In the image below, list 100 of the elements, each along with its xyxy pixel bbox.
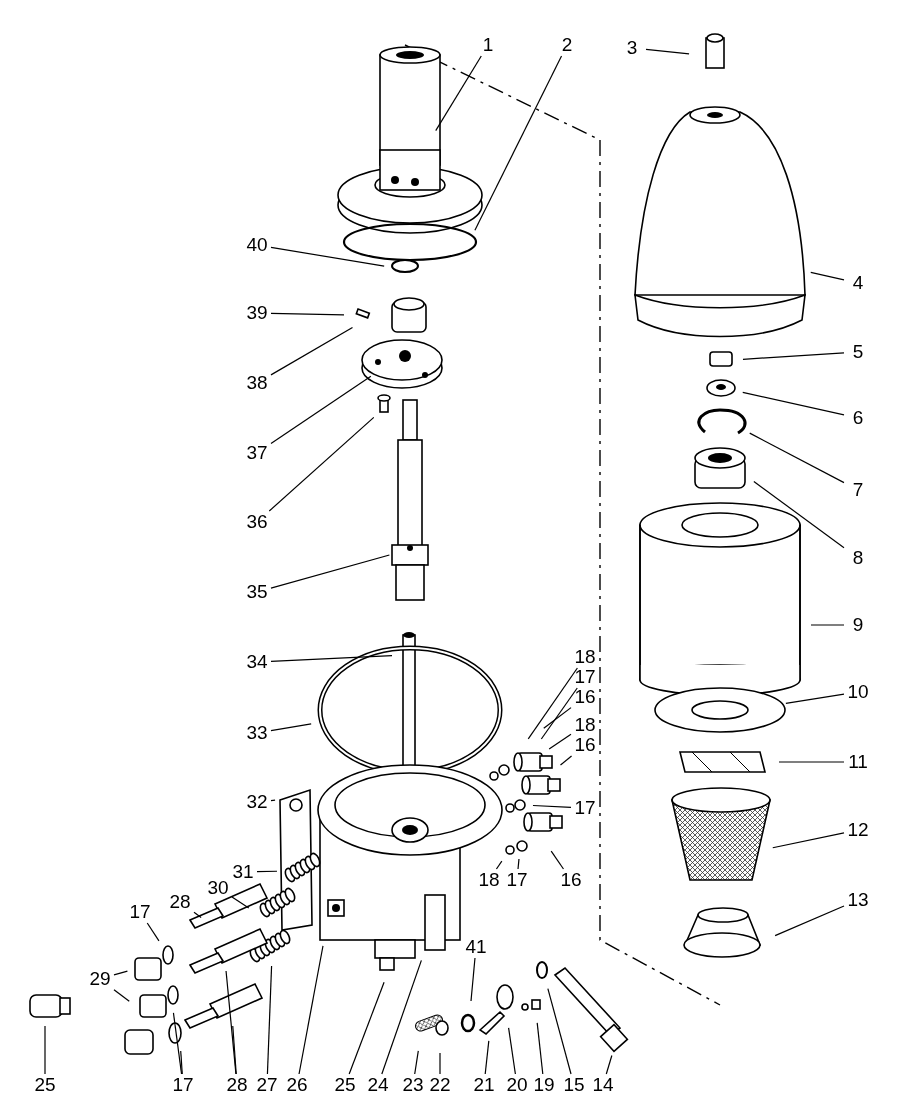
leader-line — [435, 55, 482, 132]
leader-line — [785, 693, 845, 704]
callout-number: 17 — [126, 901, 154, 923]
leader-line — [381, 959, 422, 1075]
leader-line — [270, 799, 276, 802]
leader-line — [742, 352, 845, 360]
leader-line — [231, 896, 250, 909]
callout-number: 22 — [426, 1074, 454, 1096]
leader-line — [225, 970, 237, 1075]
leader-line — [548, 733, 572, 750]
callout-number: 34 — [243, 651, 271, 673]
callout-number: 9 — [844, 614, 872, 636]
callout-number: 16 — [557, 869, 585, 891]
callout-number: 41 — [462, 936, 490, 958]
callout-number: 37 — [243, 442, 271, 464]
callout-number: 11 — [844, 751, 872, 773]
callout-number: 12 — [844, 819, 872, 841]
leader-line — [232, 1025, 237, 1075]
callout-number: 13 — [844, 889, 872, 911]
callout-number: 14 — [589, 1074, 617, 1096]
leader-line — [532, 804, 572, 808]
callout-number: 21 — [470, 1074, 498, 1096]
callout-number: 16 — [571, 686, 599, 708]
callout-number: 8 — [844, 547, 872, 569]
leader-line — [517, 858, 520, 870]
leader-line — [543, 707, 572, 729]
leader-line — [270, 654, 393, 662]
callout-number: 25 — [331, 1074, 359, 1096]
callout-number: 38 — [243, 372, 271, 394]
leader-line — [645, 48, 690, 55]
callout-number: 1 — [474, 34, 502, 56]
callout-number: 28 — [223, 1074, 251, 1096]
leader-line — [193, 911, 202, 919]
leader-line — [270, 246, 385, 267]
callout-number: 3 — [618, 37, 646, 59]
callout-number: 18 — [475, 869, 503, 891]
callout-number: 30 — [204, 877, 232, 899]
leader-line — [266, 965, 273, 1075]
leader-line — [559, 755, 573, 766]
callout-number: 15 — [560, 1074, 588, 1096]
callout-number: 7 — [844, 479, 872, 501]
leader-line — [44, 1025, 46, 1075]
leader-line — [298, 945, 324, 1075]
callout-number: 4 — [844, 272, 872, 294]
leader-line — [439, 1052, 441, 1075]
leader-line — [270, 554, 390, 589]
callout-number: 20 — [503, 1074, 531, 1096]
leader-line — [270, 326, 354, 376]
leader-line — [113, 989, 130, 1002]
callout-number: 10 — [844, 681, 872, 703]
leader-line — [256, 870, 278, 873]
leader-line — [270, 375, 372, 445]
callout-number: 5 — [844, 341, 872, 363]
callout-number: 24 — [364, 1074, 392, 1096]
leader-line — [540, 687, 578, 740]
leader-line — [495, 860, 503, 870]
leader-line — [508, 1027, 516, 1075]
leader-line — [547, 988, 572, 1075]
leader-line — [172, 1012, 183, 1075]
callout-number: 2 — [553, 34, 581, 56]
leader-line — [484, 1040, 490, 1075]
leader-line — [753, 480, 845, 549]
callout-number: 32 — [243, 791, 271, 813]
leader-line — [810, 624, 845, 626]
callout-number: 28 — [166, 891, 194, 913]
callout-number: 18 — [571, 646, 599, 668]
leader-line — [810, 271, 845, 281]
callout-number: 19 — [530, 1074, 558, 1096]
callout-number: 18 — [571, 714, 599, 736]
leader-line — [774, 905, 845, 937]
leader-line — [270, 723, 312, 732]
callout-number: 27 — [253, 1074, 281, 1096]
leader-line — [180, 1050, 183, 1075]
callout-number: 36 — [243, 511, 271, 533]
leader-line — [742, 391, 845, 416]
callout-number: 31 — [229, 861, 257, 883]
callout-number: 35 — [243, 581, 271, 603]
callout-number: 40 — [243, 234, 271, 256]
leader-line — [778, 761, 845, 763]
leader-line — [749, 432, 845, 484]
callout-number: 29 — [86, 968, 114, 990]
leader-line — [113, 970, 129, 976]
callout-number: 26 — [283, 1074, 311, 1096]
callout-number: 17 — [169, 1074, 197, 1096]
callout-number: 17 — [571, 797, 599, 819]
callout-number: 39 — [243, 302, 271, 324]
leader-line — [414, 1050, 419, 1075]
callout-number: 17 — [571, 666, 599, 688]
leader-line — [536, 1022, 544, 1075]
leader-line — [527, 667, 578, 740]
callout-number: 16 — [571, 734, 599, 756]
leader-line — [550, 850, 565, 870]
leader-line — [470, 957, 476, 1002]
callout-number: 25 — [31, 1074, 59, 1096]
leader-line — [348, 981, 385, 1075]
callout-number: 17 — [503, 869, 531, 891]
callout-number: 6 — [844, 407, 872, 429]
leader-line — [268, 416, 375, 512]
leader-line — [772, 832, 845, 849]
callout-number: 33 — [243, 722, 271, 744]
